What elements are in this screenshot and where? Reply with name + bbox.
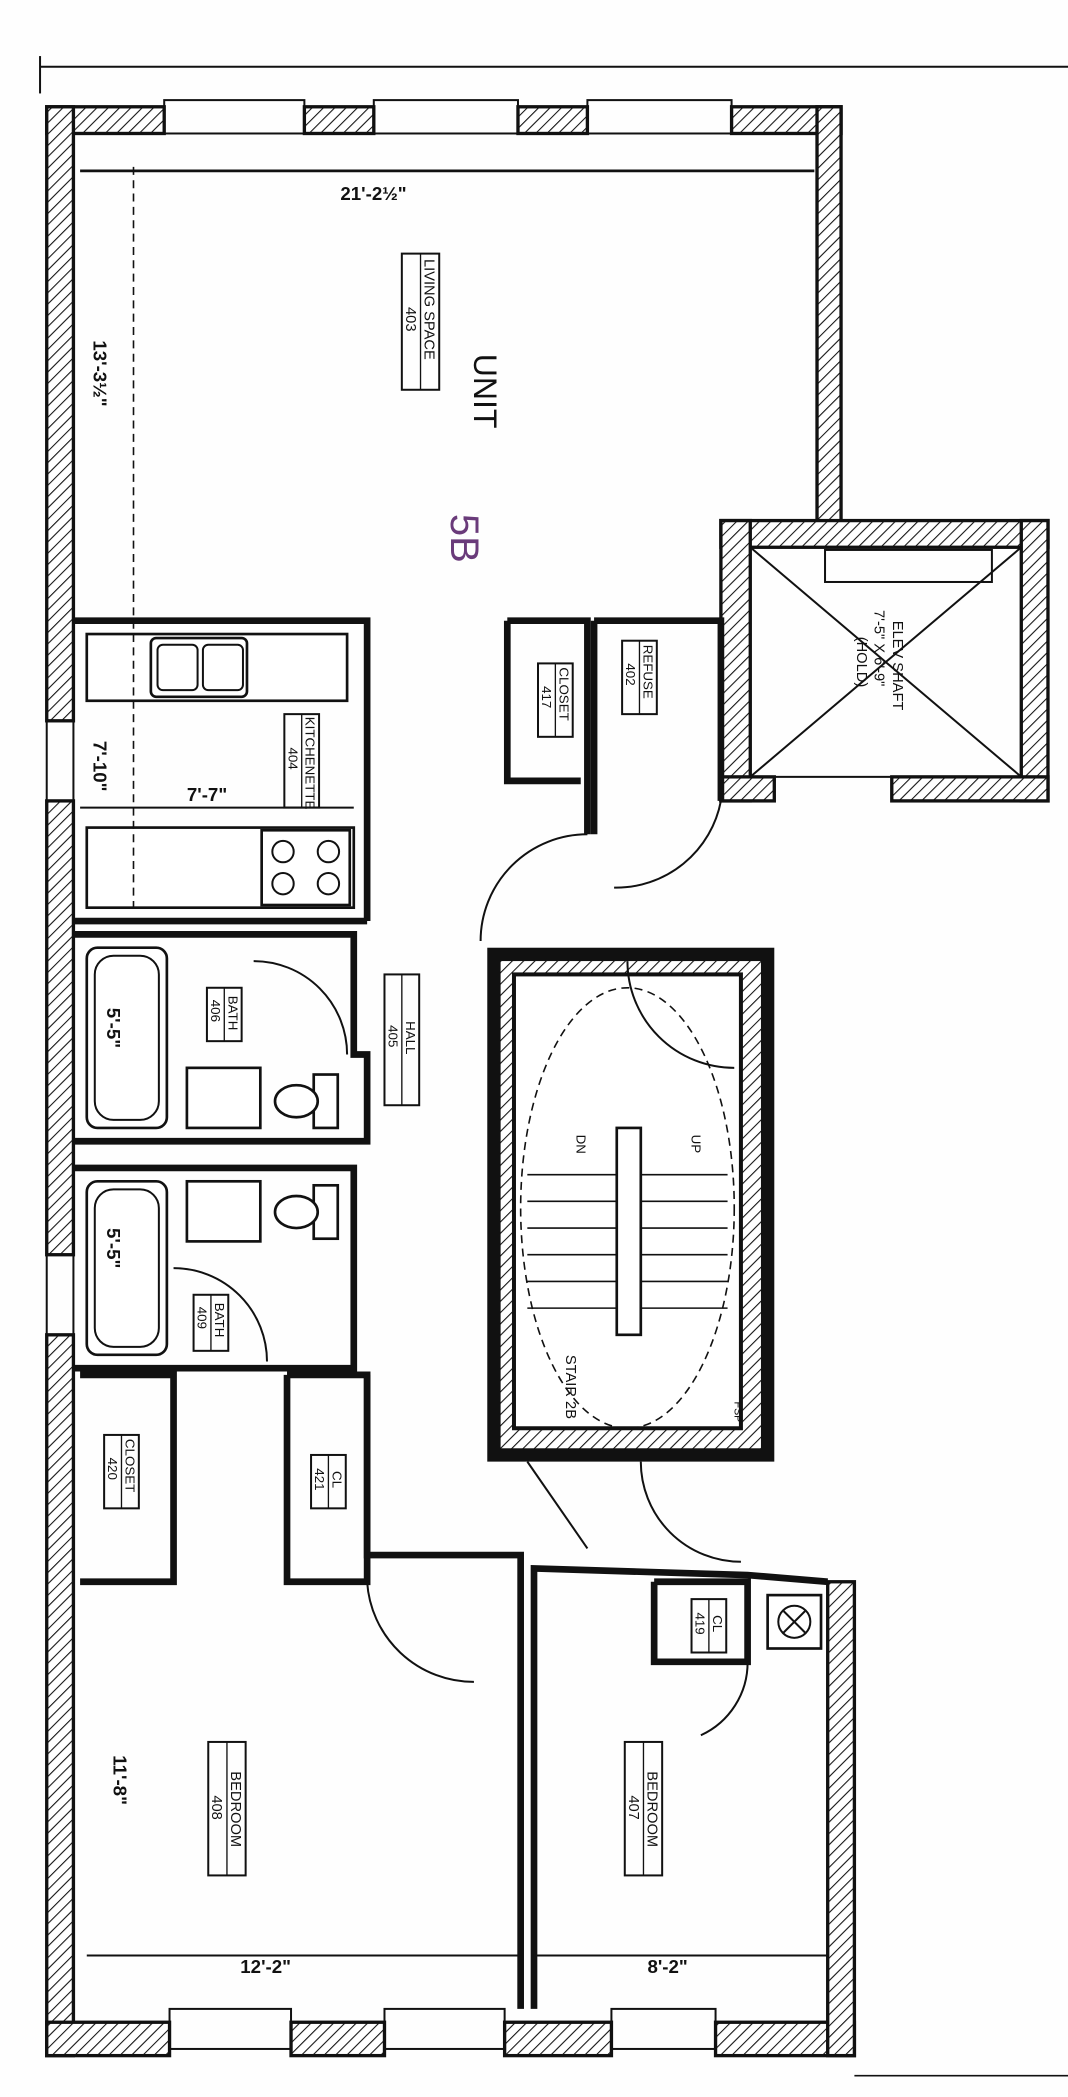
room-label-cl-421: CL 421	[310, 1453, 347, 1510]
svg-text:KITCHENETTE: KITCHENETTE	[303, 717, 318, 810]
stair-label: STAIR 2B	[562, 1355, 578, 1419]
svg-text:CL: CL	[710, 1615, 725, 1632]
svg-text:8'-2": 8'-2"	[647, 1956, 687, 1977]
svg-text:CL: CL	[329, 1471, 344, 1488]
kitchen-stove	[85, 826, 356, 910]
svg-text:CLOSET: CLOSET	[122, 1439, 137, 1492]
svg-text:420: 420	[105, 1458, 120, 1480]
room-label-kitchenette: KITCHENETTE 404	[283, 713, 321, 810]
room-label-closet-417: CLOSET 417	[537, 662, 574, 738]
svg-text:13'-3½": 13'-3½"	[89, 340, 110, 406]
svg-text:406: 406	[208, 1000, 223, 1022]
svg-text:407: 407	[625, 1795, 641, 1819]
toilet	[273, 1183, 340, 1241]
svg-text:CLOSET: CLOSET	[556, 667, 571, 720]
svg-text:21'-2½": 21'-2½"	[340, 183, 406, 204]
svg-text:BEDROOM: BEDROOM	[227, 1771, 243, 1847]
svg-text:11'-8": 11'-8"	[109, 1755, 130, 1805]
bathtub	[85, 1179, 169, 1357]
elevator-label: ELEV SHAFT 7'-5" X 6'-9" (HOLD)	[853, 610, 905, 710]
fsp-label: FSP	[731, 1402, 743, 1423]
room-label-refuse: REFUSE 402	[621, 639, 658, 716]
svg-text:405: 405	[385, 1025, 400, 1047]
svg-text:419: 419	[693, 1612, 708, 1634]
svg-text:HALL: HALL	[403, 1021, 418, 1054]
room-label-living: LIVING SPACE 403	[400, 252, 441, 391]
bathtub	[85, 946, 169, 1130]
stair-treads	[519, 986, 736, 1430]
svg-text:12'-2": 12'-2"	[240, 1956, 291, 1977]
room-label-bath-409: BATH 409	[192, 1293, 230, 1352]
kitchen-sink	[85, 632, 349, 703]
svg-text:421: 421	[312, 1468, 327, 1490]
svg-text:BATH: BATH	[212, 1303, 227, 1338]
bathroom-sink	[185, 1066, 262, 1130]
svg-text:REFUSE: REFUSE	[640, 645, 655, 699]
svg-text:409: 409	[195, 1307, 210, 1329]
window	[163, 99, 733, 135]
duct-icon	[766, 1593, 823, 1650]
toilet	[273, 1073, 340, 1130]
door-swings	[173, 800, 749, 1737]
exterior-walls	[45, 99, 1068, 2077]
room-label-hall: HALL 405	[383, 973, 421, 1107]
svg-text:BEDROOM: BEDROOM	[643, 1771, 659, 1847]
unit-label: UNIT	[467, 354, 503, 429]
room-label-closet-420: CLOSET 420	[103, 1433, 140, 1510]
svg-text:(HOLD): (HOLD)	[853, 637, 869, 688]
bathroom-sink	[185, 1179, 262, 1243]
room-name: LIVING SPACE	[421, 259, 437, 360]
svg-text:7'-10": 7'-10"	[89, 741, 110, 792]
svg-text:417: 417	[539, 686, 554, 708]
room-label-bath-406: BATH 406	[205, 986, 243, 1043]
svg-text:408: 408	[208, 1795, 224, 1819]
dimensions: 21'-2½" 13'-3½" 7'-10" 7'-7" 5'-5" 5'-5"…	[80, 169, 828, 1977]
svg-text:7'-5" X 6'-9": 7'-5" X 6'-9"	[870, 610, 886, 686]
elevator-shaft	[749, 546, 1023, 778]
svg-text:7'-7": 7'-7"	[187, 784, 227, 805]
svg-text:ELEV SHAFT: ELEV SHAFT	[889, 621, 905, 711]
room-label-cl-419: CL 419	[690, 1598, 728, 1654]
room-number: 403	[402, 307, 418, 331]
stair-down-label: DN	[574, 1135, 589, 1154]
svg-text:402: 402	[623, 663, 638, 685]
svg-text:404: 404	[285, 747, 300, 770]
svg-text:5'-5": 5'-5"	[103, 1008, 124, 1048]
svg-text:BATH: BATH	[225, 996, 240, 1031]
unit-number-handwritten: 5B	[442, 514, 486, 563]
svg-text:5'-5": 5'-5"	[103, 1228, 124, 1268]
stair-up-label: UP	[689, 1135, 704, 1154]
room-label-bedroom-408: BEDROOM 408	[207, 1740, 247, 1877]
room-label-bedroom-407: BEDROOM 407	[623, 1740, 664, 1877]
